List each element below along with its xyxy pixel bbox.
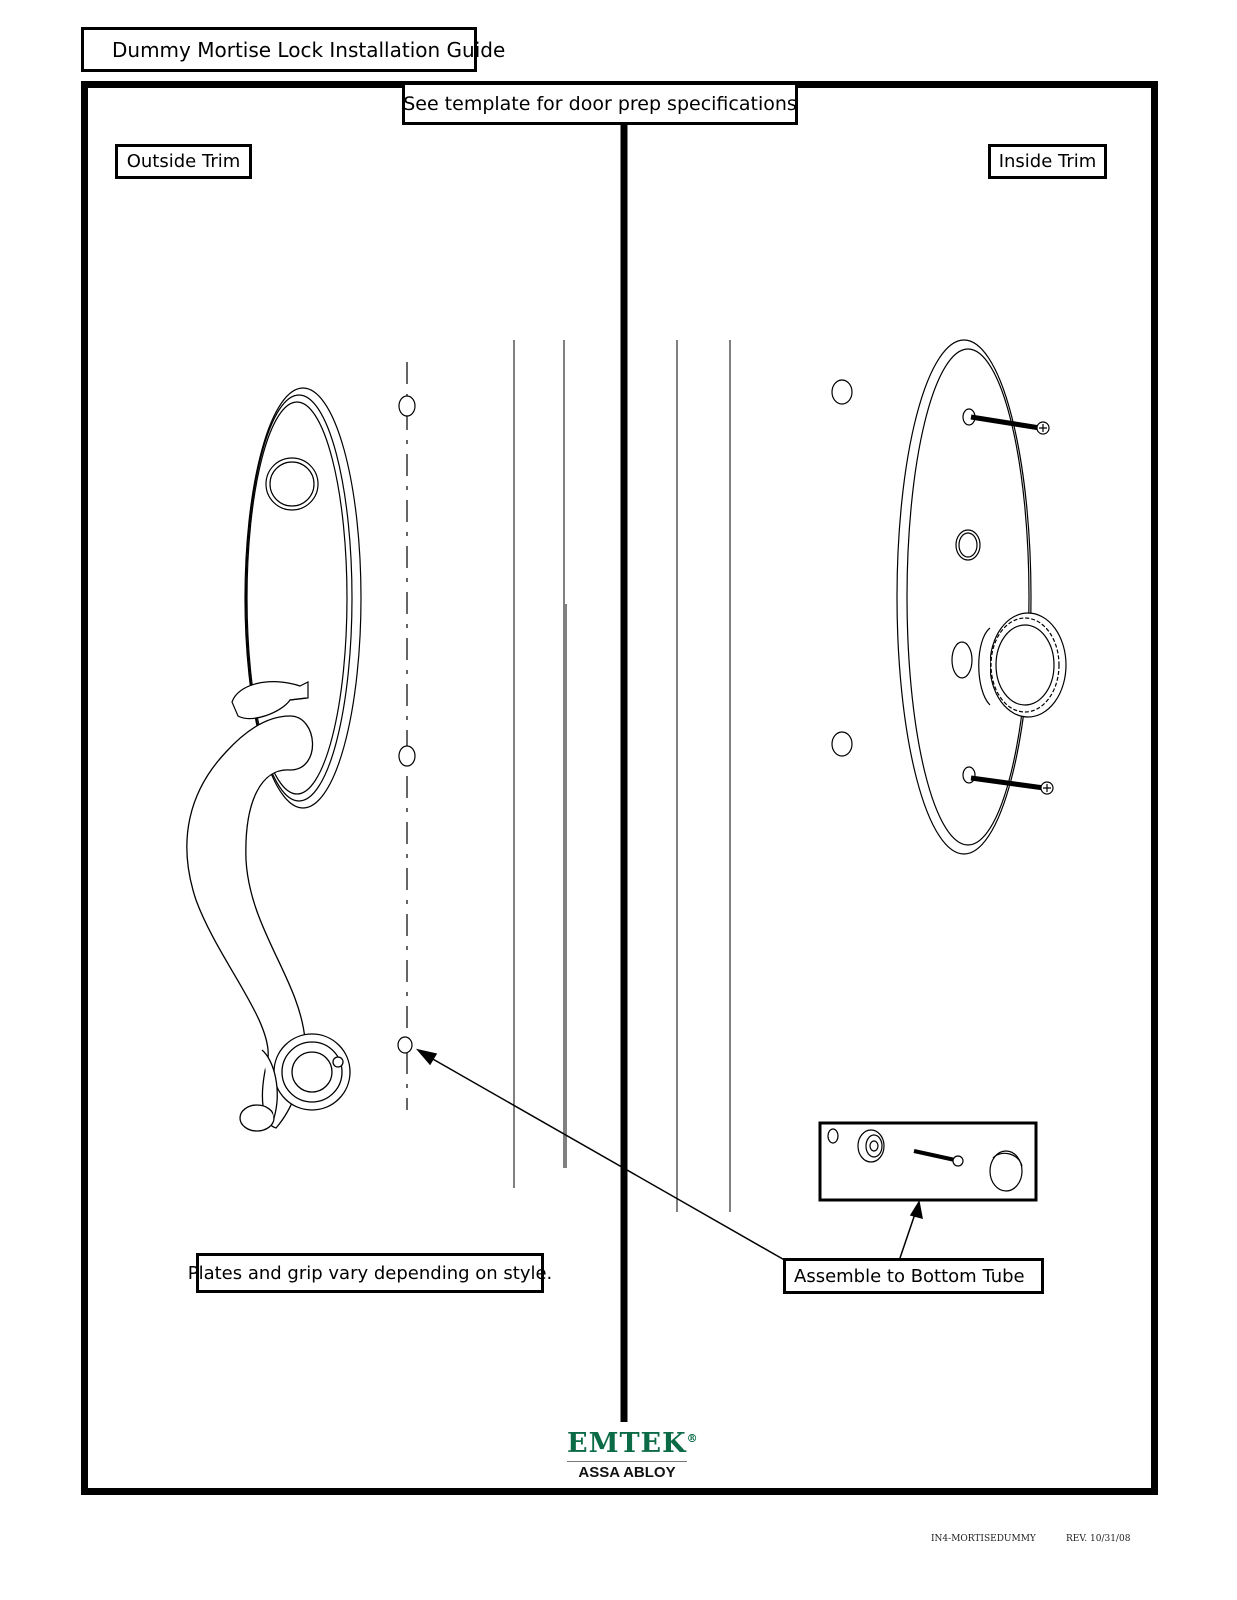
inside-escutcheon-plate [896,339,1032,855]
template-note: See template for door prep specification… [402,82,798,125]
bottom-tube-parts-inset [818,1121,1038,1202]
door-edge-lines [513,340,731,1212]
inside-hole-bottom [831,731,853,757]
logo-parent: ASSA ABLOY [578,1464,676,1481]
logo-brand-text: EMTEK [567,1428,687,1459]
arrow-to-parts-inset [899,1199,923,1259]
inside-screw-top [962,408,1050,435]
assemble-note: Assemble to Bottom Tube [783,1258,1044,1294]
inside-screw-bottom [962,766,1054,795]
inside-hole-top [831,379,853,405]
outside-trim-label: Outside Trim [115,144,252,179]
mounting-hole-bottom [397,1036,413,1054]
mounting-hole-top [398,395,416,417]
emtek-logo: EMTEK® ASSA ABLOY [567,1422,698,1484]
handle-grip [186,715,351,1132]
arrow-to-bottom-hole [415,1048,789,1263]
guide-title: Dummy Mortise Lock Installation Guide [81,27,505,72]
inside-trim-label: Inside Trim [988,144,1107,179]
inside-knob [951,612,1067,718]
mounting-hole-middle [398,745,416,767]
thumb-piece [231,681,309,720]
logo-brand: EMTEK® [567,1422,698,1462]
plates-note: Plates and grip vary depending on style. [188,1253,552,1293]
revision-date: REV. 10/31/08 [1066,1534,1131,1544]
document-code: IN4-MORTISEDUMMY [931,1534,1036,1544]
logo-trademark: ® [686,1432,699,1445]
